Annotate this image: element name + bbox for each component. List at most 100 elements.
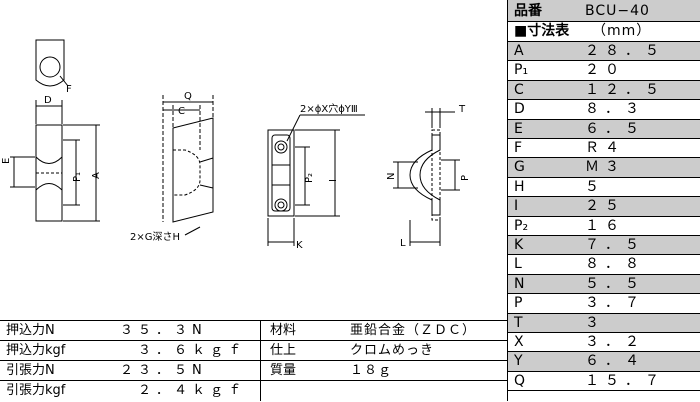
label-I: I [328, 179, 339, 182]
spec-value: ３ [585, 314, 605, 331]
technical-drawing: F D E P₁ A Q C 2×G深さH 2×ϕX穴ϕYⅢ P₂ I K T … [1, 39, 471, 251]
spec-row: N ５．５ [508, 274, 700, 295]
label-hole-callout: 2×ϕX穴ϕYⅢ [300, 102, 358, 115]
spec-key: P₁ [514, 62, 529, 79]
spec-subheader: ■寸法表 （mm） [508, 22, 700, 42]
property-value2: クロムめっき [350, 343, 435, 358]
spec-value: ２５ [585, 198, 625, 215]
property-value2: １８ｇ [350, 363, 393, 378]
spec-key: D [514, 101, 525, 118]
property-value: ３．６ｋｇｆ [120, 343, 247, 358]
property-value: ２３．５N [120, 363, 207, 378]
spec-row: P ３．７ [508, 294, 700, 314]
spec-row: C １２．５ [508, 80, 700, 101]
spec-value: ８．８ [585, 256, 645, 273]
spec-row: G Ｍ３ [508, 158, 700, 178]
property-row: 押込力N ３５．３N 材料 亜鉛合金（ＺＤＣ） [0, 321, 507, 341]
property-row: 引張力N ２３．５N 質量 １８ｇ [0, 361, 507, 381]
spec-subheader-key: ■寸法表 [514, 23, 570, 39]
back-view-outline [267, 129, 295, 217]
spec-value: Ｒ４ [585, 140, 625, 156]
spec-row: D ８．３ [508, 100, 700, 120]
spec-row: E ６．５ [508, 119, 700, 139]
spec-row: A ２８．５ [508, 42, 700, 62]
property-label2: 質量 [270, 363, 297, 378]
label-P: P [460, 175, 471, 181]
spec-value: ６．４ [585, 353, 645, 370]
spec-key: H [514, 178, 525, 195]
spec-header-key: 品番 [514, 3, 542, 19]
spec-key: N [514, 275, 525, 292]
spec-value: １５．７ [585, 372, 665, 389]
spec-row: Q １５．７ [508, 372, 700, 392]
spec-key: A [514, 43, 524, 59]
property-row: 引張力kgf ２．４ｋｇｆ [0, 381, 507, 401]
spec-value: Ｍ３ [585, 159, 625, 176]
label-D: D [44, 95, 52, 106]
label-C: C [178, 106, 185, 117]
property-label: 引張力N [6, 363, 55, 378]
spec-key: G [514, 159, 525, 176]
property-value2: 亜鉛合金（ＺＤＣ） [350, 323, 477, 338]
spec-row: K ７．５ [508, 236, 700, 256]
spec-value: １６ [585, 217, 625, 234]
label-N: N [386, 173, 397, 180]
spec-key: L [514, 256, 522, 273]
label-T: T [458, 104, 466, 115]
property-divider [260, 320, 261, 401]
spec-value: ５ [585, 178, 605, 195]
property-label: 引張力kgf [6, 383, 66, 398]
property-value: ３５．３N [120, 323, 207, 338]
spec-header-value: BCU−40 [585, 3, 650, 19]
spec-value: ７．５ [585, 237, 645, 253]
spec-key: Q [514, 372, 526, 389]
spec-key: K [514, 237, 524, 253]
property-value: ２．４ｋｇｆ [120, 383, 247, 398]
spec-value: １２．５ [585, 81, 665, 98]
property-row: 押込力kgf ３．６ｋｇｆ 仕上 クロムめっき [0, 341, 507, 361]
property-table: 押込力N ３５．３N 材料 亜鉛合金（ＺＤＣ） 押込力kgf ３．６ｋｇｆ 仕上… [0, 320, 507, 402]
top-view-outline [35, 39, 65, 87]
label-F: F [66, 84, 72, 95]
property-label: 押込力N [6, 323, 55, 338]
spec-row: L ８．８ [508, 255, 700, 275]
spec-value: ２０ [585, 62, 625, 79]
spec-subheader-value: （mm） [592, 23, 652, 39]
top-view-hole [39, 56, 61, 78]
spec-row: P₁ ２０ [508, 61, 700, 81]
spec-key: X [514, 334, 524, 350]
label-Q: Q [184, 91, 192, 102]
profile-view-outline [419, 134, 441, 216]
spec-value: ５．５ [585, 275, 645, 292]
spec-value: ３．７ [585, 295, 645, 312]
spec-key: P [514, 295, 523, 312]
spec-key: T [514, 314, 523, 331]
spec-row: P₂ １６ [508, 217, 700, 236]
label-E: E [1, 158, 12, 164]
property-label: 押込力kgf [6, 343, 66, 358]
spec-value: ２８．５ [585, 43, 665, 59]
label-P1: P₁ [72, 172, 83, 182]
spec-key: C [514, 81, 524, 98]
spec-key: Y [514, 353, 523, 370]
side-view-outline [172, 117, 214, 223]
label-K: K [296, 240, 303, 251]
property-label2: 材料 [270, 323, 297, 338]
property-label2: 仕上 [270, 343, 297, 358]
label-P2: P₂ [304, 173, 315, 183]
label-G-depth: 2×G深さH [130, 231, 180, 243]
spec-row: Y ６．４ [508, 352, 700, 372]
spec-header: 品番 BCU−40 [508, 0, 700, 22]
spec-key: E [514, 120, 523, 137]
spec-value: ８．３ [585, 101, 645, 118]
spec-key: F [514, 140, 523, 156]
spec-row: F Ｒ４ [508, 139, 700, 159]
spec-value: ６．５ [585, 120, 645, 137]
spec-key: P₂ [514, 217, 529, 234]
label-A: A [91, 172, 102, 179]
